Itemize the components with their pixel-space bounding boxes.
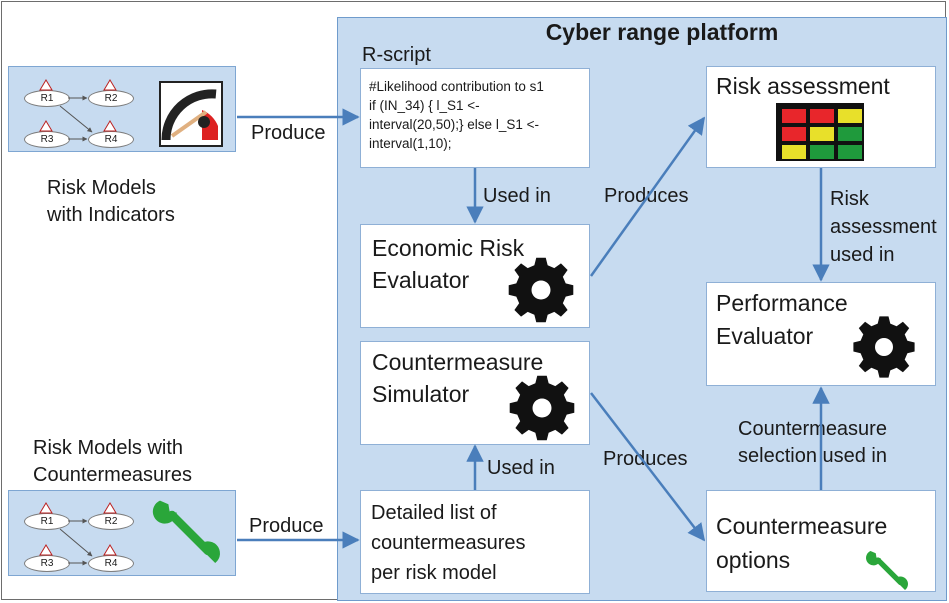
heatmap-cell: [810, 145, 834, 159]
heatmap-cell: [782, 109, 806, 123]
produce-label-bottom: Produce: [249, 515, 324, 537]
detailed-line-3: per risk model: [371, 562, 497, 584]
rscript-box: [360, 68, 590, 168]
node-r3-b: R3: [24, 555, 70, 572]
risk-heatmap-icon: [776, 103, 864, 161]
produce-label-top: Produce: [251, 122, 326, 144]
indicators-caption-line2: with Indicators: [47, 204, 175, 226]
detailed-line-1: Detailed list of: [371, 502, 497, 524]
risk-assessment-title: Risk assessment: [716, 73, 890, 99]
node-r1: R1: [24, 90, 70, 107]
cm-selection-line-2: selection used in: [738, 445, 887, 467]
cm-options-line-2: options: [716, 547, 791, 573]
heatmap-cell: [810, 127, 834, 141]
risk-used-line-2: assessment: [830, 216, 937, 238]
indicators-caption-line1: Risk Models: [47, 177, 156, 199]
node-r4-b: R4: [88, 555, 134, 572]
heatmap-cell: [810, 109, 834, 123]
simulator-line-2: Simulator: [372, 381, 470, 407]
performance-line-1: Performance: [716, 290, 848, 316]
cm-selection-line-1: Countermeasure: [738, 418, 887, 440]
node-r4: R4: [88, 131, 134, 148]
platform-title: Cyber range platform: [545, 19, 779, 45]
node-r2: R2: [88, 90, 134, 107]
rscript-line-1: #Likelihood contribution to s1: [369, 79, 544, 94]
heatmap-cell: [782, 127, 806, 141]
heatmap-cell: [782, 145, 806, 159]
heatmap-cell: [838, 109, 862, 123]
node-r2-b: R2: [88, 513, 134, 530]
detailed-line-2: countermeasures: [371, 532, 526, 554]
rscript-label: R-script: [362, 44, 431, 66]
rscript-line-2: if (IN_34) { l_S1 <-: [369, 98, 480, 113]
cm-options-line-1: Countermeasure: [716, 513, 888, 539]
countermeasures-caption-line2: Countermeasures: [33, 464, 192, 486]
simulator-line-1: Countermeasure: [372, 349, 544, 375]
used-in-label-bottom: Used in: [487, 457, 555, 479]
risk-used-line-1: Risk: [830, 188, 869, 210]
rscript-line-4: interval(1,10);: [369, 136, 452, 151]
used-in-label-top: Used in: [483, 185, 551, 207]
performance-line-2: Evaluator: [716, 323, 814, 349]
risk-used-line-3: used in: [830, 244, 895, 266]
economic-line-1: Economic Risk: [372, 235, 525, 261]
heatmap-cell: [838, 127, 862, 141]
produces-label-bottom: Produces: [603, 448, 688, 470]
heatmap-cell: [838, 145, 862, 159]
node-r1-b: R1: [24, 513, 70, 530]
node-r3: R3: [24, 131, 70, 148]
economic-line-2: Evaluator: [372, 267, 470, 293]
countermeasures-caption-line1: Risk Models with: [33, 437, 184, 459]
rscript-line-3: interval(20,50);} else l_S1 <-: [369, 117, 539, 132]
detailed-list-box: [360, 490, 590, 594]
produces-label-top: Produces: [604, 185, 689, 207]
